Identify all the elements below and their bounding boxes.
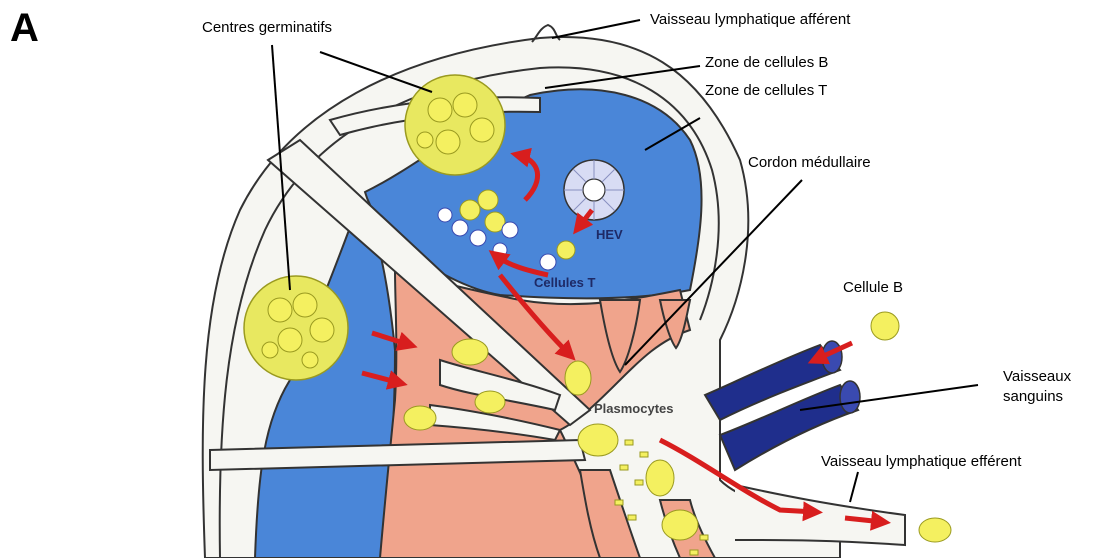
label-cordon-medullaire: Cordon médullaire [748, 154, 871, 172]
label-cellules-t: Cellules T [534, 275, 595, 291]
panel-letter: A [10, 6, 39, 50]
hev-structure [564, 160, 624, 220]
label-plasmocytes: Plasmocytes [594, 401, 674, 417]
label-vaisseau-afferent: Vaisseau lymphatique afférent [650, 11, 850, 29]
blood-vessel-lower-end [840, 381, 860, 413]
label-zone-b: Zone de cellules B [705, 54, 828, 72]
germinal-center-left [244, 276, 348, 380]
label-vaisseaux-sanguins-1: Vaisseaux [1003, 368, 1071, 386]
label-vaisseau-efferent: Vaisseau lymphatique efférent [821, 453, 1021, 471]
label-centres-germinatifs: Centres germinatifs [202, 19, 332, 37]
germinal-center-top [405, 75, 505, 175]
label-hev: HEV [596, 227, 623, 243]
label-zone-t: Zone de cellules T [705, 82, 827, 100]
efferent-vessel [735, 485, 905, 545]
label-cellule-b: Cellule B [843, 279, 903, 297]
label-vaisseaux-sanguins-2: sanguins [1003, 388, 1063, 406]
